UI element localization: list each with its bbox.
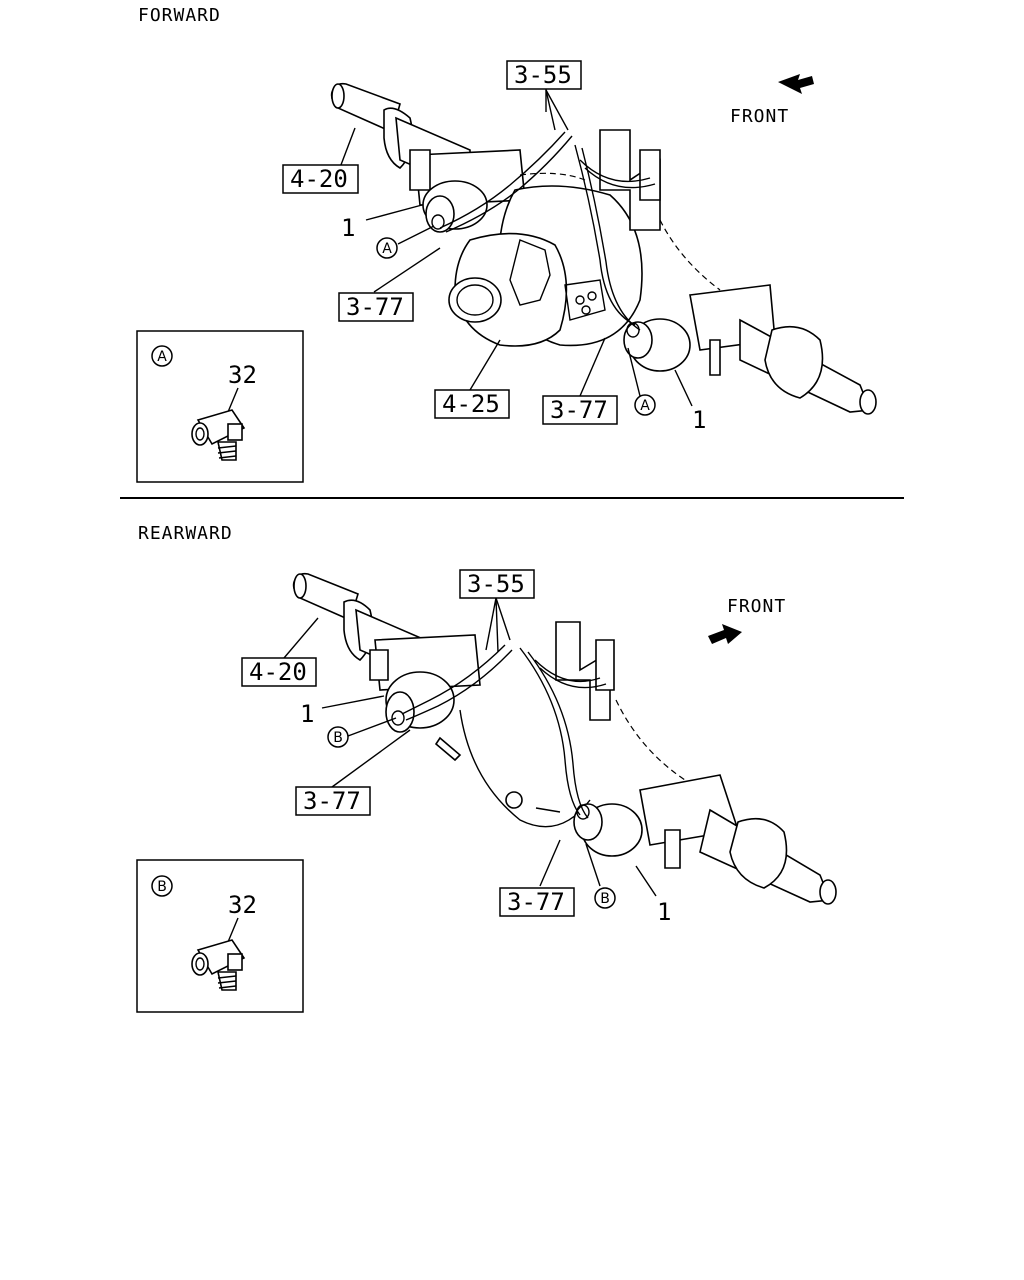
detail-b-part-number: 32 bbox=[228, 891, 257, 919]
rearward-circle-b-left: B bbox=[327, 726, 349, 748]
rearward-detail-b-box: B 32 bbox=[136, 859, 304, 1013]
rearward-front-arrow-icon bbox=[708, 624, 742, 644]
forward-ref-3-77-bottom[interactable]: 3-77 bbox=[542, 395, 618, 425]
rearward-circle-b-right: B bbox=[594, 887, 616, 909]
svg-text:4-20: 4-20 bbox=[249, 658, 307, 686]
svg-text:A: A bbox=[640, 398, 650, 414]
forward-section: FORWARD FRONT bbox=[136, 5, 877, 483]
svg-text:A: A bbox=[382, 241, 392, 257]
forward-detail-a-box: A 32 bbox=[136, 330, 304, 483]
rearward-title: REARWARD bbox=[138, 523, 233, 544]
fitting-elbow-icon bbox=[191, 409, 246, 461]
forward-ref-4-25[interactable]: 4-25 bbox=[434, 389, 510, 419]
forward-front-label: FRONT bbox=[730, 106, 789, 127]
rearward-callout-1-right: 1 bbox=[657, 898, 671, 926]
svg-text:3-77: 3-77 bbox=[507, 888, 565, 916]
svg-text:3-55: 3-55 bbox=[514, 61, 572, 89]
svg-text:4-20: 4-20 bbox=[290, 165, 348, 193]
svg-text:3-77: 3-77 bbox=[550, 396, 608, 424]
rearward-axle-drawing bbox=[292, 572, 837, 905]
forward-ref-4-20[interactable]: 4-20 bbox=[282, 164, 359, 194]
rearward-callout-1-left: 1 bbox=[300, 700, 314, 728]
rearward-ref-3-55[interactable]: 3-55 bbox=[459, 569, 535, 599]
forward-ref-3-77-left[interactable]: 3-77 bbox=[338, 292, 414, 322]
svg-text:B: B bbox=[600, 891, 610, 907]
rearward-ref-3-77-left[interactable]: 3-77 bbox=[295, 786, 371, 816]
forward-circle-a-right: A bbox=[634, 394, 656, 416]
rearward-leader-lines bbox=[283, 597, 657, 897]
rearward-front-label: FRONT bbox=[727, 596, 786, 617]
svg-text:3-77: 3-77 bbox=[346, 293, 404, 321]
detail-a-part-number: 32 bbox=[228, 361, 257, 389]
svg-text:3-55: 3-55 bbox=[467, 570, 525, 598]
rearward-ref-4-20[interactable]: 4-20 bbox=[241, 657, 317, 687]
forward-circle-a-left: A bbox=[376, 237, 398, 259]
forward-ref-3-55[interactable]: 3-55 bbox=[506, 60, 582, 90]
svg-text:4-25: 4-25 bbox=[442, 390, 500, 418]
svg-text:B: B bbox=[333, 730, 343, 746]
detail-a-circle-label: A bbox=[157, 349, 167, 365]
forward-front-arrow-icon bbox=[778, 74, 814, 94]
rearward-ref-3-77-bottom[interactable]: 3-77 bbox=[499, 887, 575, 917]
forward-callout-1-right: 1 bbox=[692, 406, 706, 434]
rearward-section: REARWARD FRONT bbox=[136, 523, 837, 1013]
fitting-elbow-icon bbox=[191, 939, 246, 991]
svg-text:3-77: 3-77 bbox=[303, 787, 361, 815]
forward-callout-1-left: 1 bbox=[341, 214, 355, 242]
forward-axle-drawing bbox=[330, 82, 877, 415]
forward-title: FORWARD bbox=[138, 5, 221, 26]
detail-b-circle-label: B bbox=[157, 879, 167, 895]
